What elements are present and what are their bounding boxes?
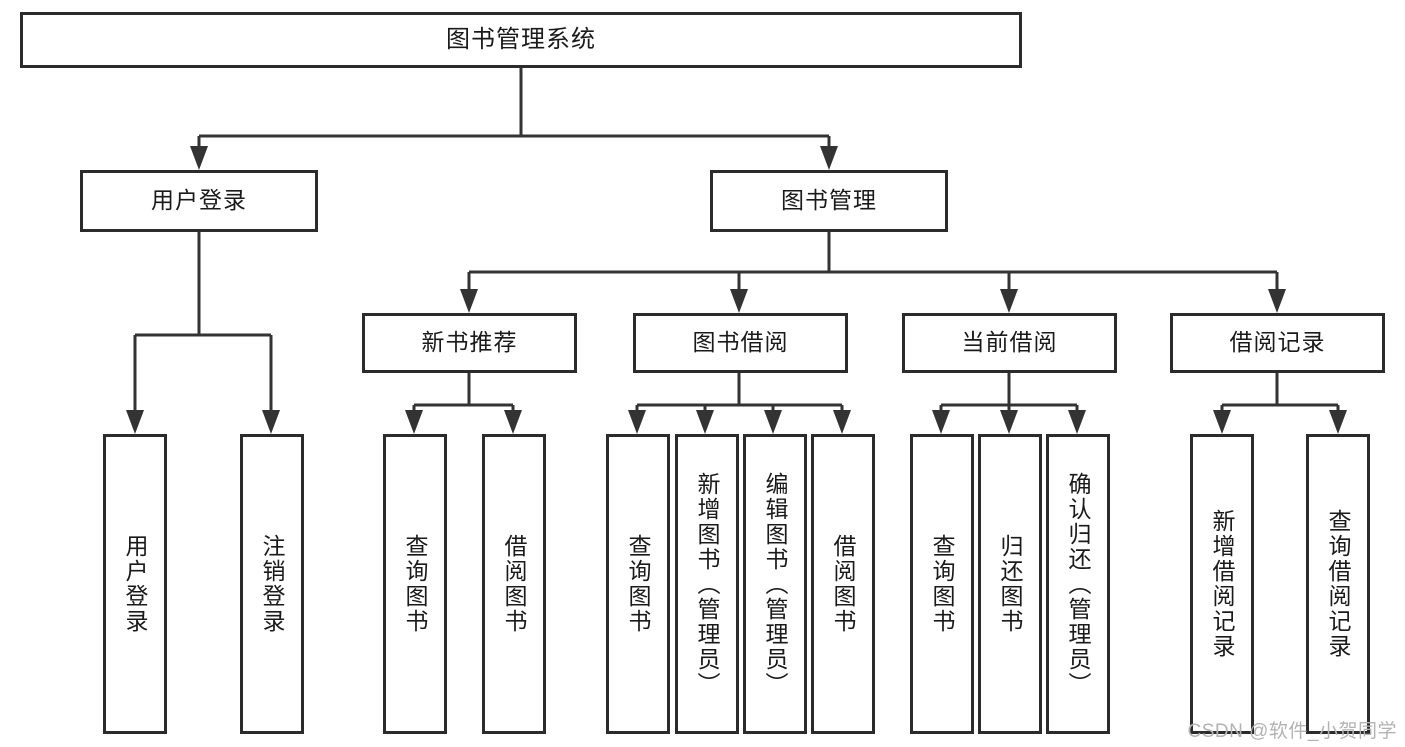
node-book-borrow[interactable]: 图书借阅 [633,313,848,373]
node-label: 查询图书 [625,534,652,634]
node-label: 图书管理系统 [446,25,596,53]
node-borrow-record[interactable]: 借阅记录 [1170,313,1385,373]
arrow-leaf-query-record [1329,410,1347,434]
node-leaf-query-borrow-record[interactable]: 查询借阅记录 [1306,434,1370,734]
arrow-to-borrow-record [1268,289,1286,313]
node-leaf-borrow-book[interactable]: 借阅图书 [811,434,875,734]
arrow-leaf-add-record [1213,410,1231,434]
arrow-leaf-borrow-book-1 [504,410,522,434]
node-label: 借阅图书 [501,534,528,634]
node-label: 借阅记录 [1229,329,1326,356]
arrow-leaf-borrow-book-2 [833,410,851,434]
node-label: 当前借阅 [961,329,1058,356]
node-current-borrow[interactable]: 当前借阅 [902,313,1117,373]
node-user-login[interactable]: 用户登录 [80,170,318,232]
node-label: 图书管理 [781,187,877,214]
arrow-leaf-query-book-2 [628,410,646,434]
node-label: 注销登录 [259,534,286,634]
arrow-to-book-borrow [730,289,748,313]
node-leaf-add-book[interactable]: 新增图书（管理员） [675,434,739,734]
node-leaf-logout[interactable]: 注销登录 [240,434,304,734]
node-leaf-add-borrow-record[interactable]: 新增借阅记录 [1190,434,1254,734]
node-leaf-borrow-book-new[interactable]: 借阅图书 [482,434,546,734]
node-label: 归还图书 [997,534,1024,634]
node-label: 用户登录 [122,534,149,634]
csdn-watermark: CSDN @软件_小贺同学 [1187,721,1397,742]
arrow-leaf-add-book [696,410,714,434]
node-label: 新增图书（管理员） [694,471,721,697]
arrow-leaf-edit-book [764,410,782,434]
node-label: 用户登录 [151,187,247,214]
node-leaf-query-book-borrow[interactable]: 查询图书 [606,434,670,734]
node-label: 查询图书 [402,534,429,634]
node-label: 查询借阅记录 [1325,509,1352,659]
arrow-to-current-borrow [1000,289,1018,313]
arrow-leaf-return-book [1000,410,1018,434]
node-label: 新书推荐 [421,329,518,356]
node-label: 编辑图书（管理员） [762,471,789,697]
node-label: 借阅图书 [830,534,857,634]
arrow-to-book-manage [820,146,838,170]
node-leaf-query-book-new[interactable]: 查询图书 [383,434,447,734]
arrow-leaf-user-login [126,410,144,434]
arrow-leaf-query-book-1 [405,410,423,434]
node-label: 新增借阅记录 [1209,509,1236,659]
node-new-book-recommend[interactable]: 新书推荐 [362,313,577,373]
node-label: 图书借阅 [692,329,789,356]
arrow-to-new-book [460,289,478,313]
arrow-leaf-query-book-3 [932,410,950,434]
node-label: 确认归还（管理员） [1065,471,1092,697]
arrow-leaf-confirm-return [1068,410,1086,434]
arrow-leaf-logout [262,410,280,434]
arrow-to-user-login [190,146,208,170]
node-root-book-management-system[interactable]: 图书管理系统 [20,12,1022,68]
node-label: 查询图书 [929,534,956,634]
node-leaf-query-book-current[interactable]: 查询图书 [910,434,974,734]
node-leaf-user-login[interactable]: 用户登录 [103,434,167,734]
node-book-manage[interactable]: 图书管理 [710,170,948,232]
node-leaf-confirm-return[interactable]: 确认归还（管理员） [1046,434,1110,734]
node-leaf-edit-book[interactable]: 编辑图书（管理员） [743,434,807,734]
node-leaf-return-book[interactable]: 归还图书 [978,434,1042,734]
